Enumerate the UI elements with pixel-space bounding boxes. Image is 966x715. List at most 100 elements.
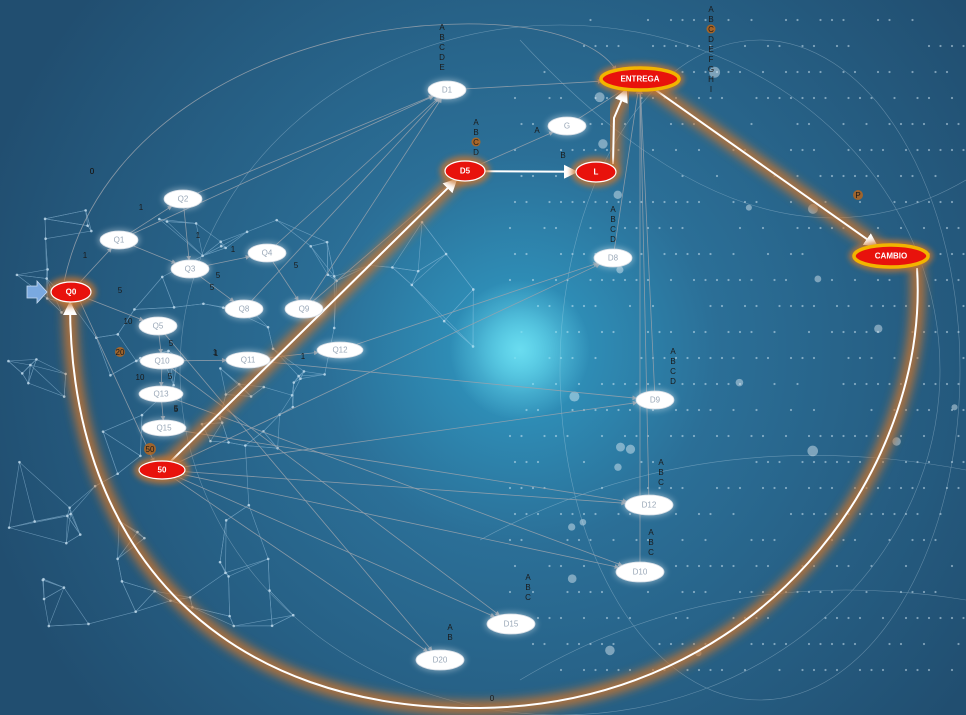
edge-q4-d1 — [275, 97, 439, 246]
node-shape — [225, 351, 271, 369]
node-shape — [427, 80, 467, 100]
edge-q3-q8 — [199, 276, 235, 302]
edge-q9-d1 — [309, 97, 442, 301]
edge-d8-entrega — [614, 89, 641, 250]
edge-q0-entrega — [63, 23, 617, 283]
node-q15[interactable]: Q15 — [140, 418, 188, 438]
stack-letter-entrega: A — [708, 5, 714, 14]
edge-d12-entrega — [637, 89, 650, 496]
node-q0[interactable]: Q0 — [46, 277, 96, 307]
stack-letter-d20: A — [447, 623, 453, 632]
node-shape — [139, 352, 185, 370]
node-shape — [593, 248, 633, 268]
node-q13[interactable]: Q13 — [137, 384, 185, 404]
edge-label-q0-q1: 1 — [83, 251, 88, 260]
node-g[interactable]: G — [546, 115, 588, 137]
stack-letter-d9: D — [670, 377, 676, 386]
node-shape — [415, 649, 465, 671]
edge-label-q10-q13: 5 — [168, 372, 173, 381]
node-shape — [486, 613, 536, 635]
node-q10[interactable]: Q10 — [138, 351, 186, 371]
edge-q2-q3 — [183, 207, 192, 261]
edge-label-q13-q15: 5 — [174, 404, 179, 413]
node-label: L — [594, 168, 599, 177]
node-shape — [163, 189, 203, 209]
node-q5[interactable]: Q5 — [137, 315, 179, 337]
node-shape — [599, 66, 681, 92]
edge-s50-d15 — [177, 476, 496, 618]
node-label: D9 — [650, 396, 661, 405]
edge-label-q5-q10: 5 — [169, 339, 174, 348]
node-q11[interactable]: Q11 — [224, 350, 272, 370]
free-label: 0 — [90, 167, 95, 176]
stack-letter-d9: A — [670, 347, 676, 356]
stack-letter-d10: C — [648, 548, 654, 557]
node-shape — [444, 160, 486, 182]
center-glow — [450, 280, 590, 420]
edge-label-q0-s50: 20 — [116, 348, 125, 357]
node-shape — [615, 561, 665, 583]
stack-letter-entrega: H — [708, 75, 714, 84]
letter-badge — [471, 137, 481, 147]
edge-l-entrega — [612, 88, 628, 165]
node-shape — [316, 341, 364, 359]
node-q4[interactable]: Q4 — [246, 242, 288, 264]
edge-label-badge — [115, 347, 125, 357]
node-label: D5 — [460, 167, 471, 176]
edge-q10-q13 — [158, 368, 164, 387]
node-shape — [247, 243, 287, 263]
node-d10[interactable]: D10 — [614, 560, 666, 584]
node-label: Q4 — [262, 249, 273, 258]
node-d20[interactable]: D20 — [414, 648, 466, 672]
node-d8[interactable]: D8 — [592, 247, 634, 269]
edge-q5-d20 — [164, 334, 433, 652]
node-q1[interactable]: Q1 — [98, 229, 140, 251]
stack-letter-d1: D — [439, 53, 445, 62]
node-q3[interactable]: Q3 — [169, 258, 211, 280]
edge-label-q1-q2: 1 — [139, 203, 144, 212]
edge-q3-q4 — [207, 255, 251, 266]
start-arrow — [26, 279, 48, 305]
node-d15[interactable]: D15 — [485, 612, 537, 636]
node-l[interactable]: L — [571, 157, 621, 187]
edge-label-badge — [853, 190, 863, 200]
node-label: Q2 — [178, 195, 189, 204]
stack-letter-entrega: C — [708, 25, 714, 34]
stack-letter-d5: B — [473, 128, 478, 137]
node-label: G — [564, 122, 570, 131]
node-label: Q10 — [154, 357, 170, 366]
node-label: Q9 — [299, 305, 310, 314]
node-d1[interactable]: D1 — [426, 79, 468, 101]
node-d9[interactable]: D9 — [634, 389, 676, 411]
node-label: Q1 — [114, 236, 125, 245]
edge-q4-q9 — [272, 261, 299, 302]
node-label: Q13 — [153, 390, 169, 399]
node-q12[interactable]: Q12 — [315, 340, 365, 360]
edge-s50-d9 — [183, 400, 638, 468]
stack-letter-d5: D — [473, 148, 479, 157]
node-label: D20 — [433, 656, 448, 665]
node-d12[interactable]: D12 — [623, 493, 675, 517]
edge-entrega-cambio — [653, 88, 879, 248]
edge-label-q10-q11: 1 — [213, 348, 218, 357]
node-d5[interactable]: D5 — [440, 156, 490, 186]
stack-letter-d1: C — [439, 43, 445, 52]
edge-label-q0-q5: 5 — [118, 286, 123, 295]
stack-letter-d12: C — [658, 478, 664, 487]
node-q2[interactable]: Q2 — [162, 188, 204, 210]
stack-letter-entrega: B — [708, 15, 713, 24]
node-s50[interactable]: 50 — [134, 456, 190, 484]
node-shape — [138, 460, 186, 480]
edge-q12-d8 — [356, 262, 599, 345]
node-q9[interactable]: Q9 — [283, 298, 325, 320]
node-q8[interactable]: Q8 — [223, 298, 265, 320]
node-entrega[interactable]: ENTREGA — [596, 63, 684, 95]
node-shape — [284, 299, 324, 319]
edge-label-entrega-cambio: P — [855, 191, 860, 200]
node-cambio[interactable]: CAMBIO — [849, 240, 933, 272]
edge-q8-d1 — [251, 97, 440, 302]
edge-q13-q15 — [160, 401, 166, 421]
